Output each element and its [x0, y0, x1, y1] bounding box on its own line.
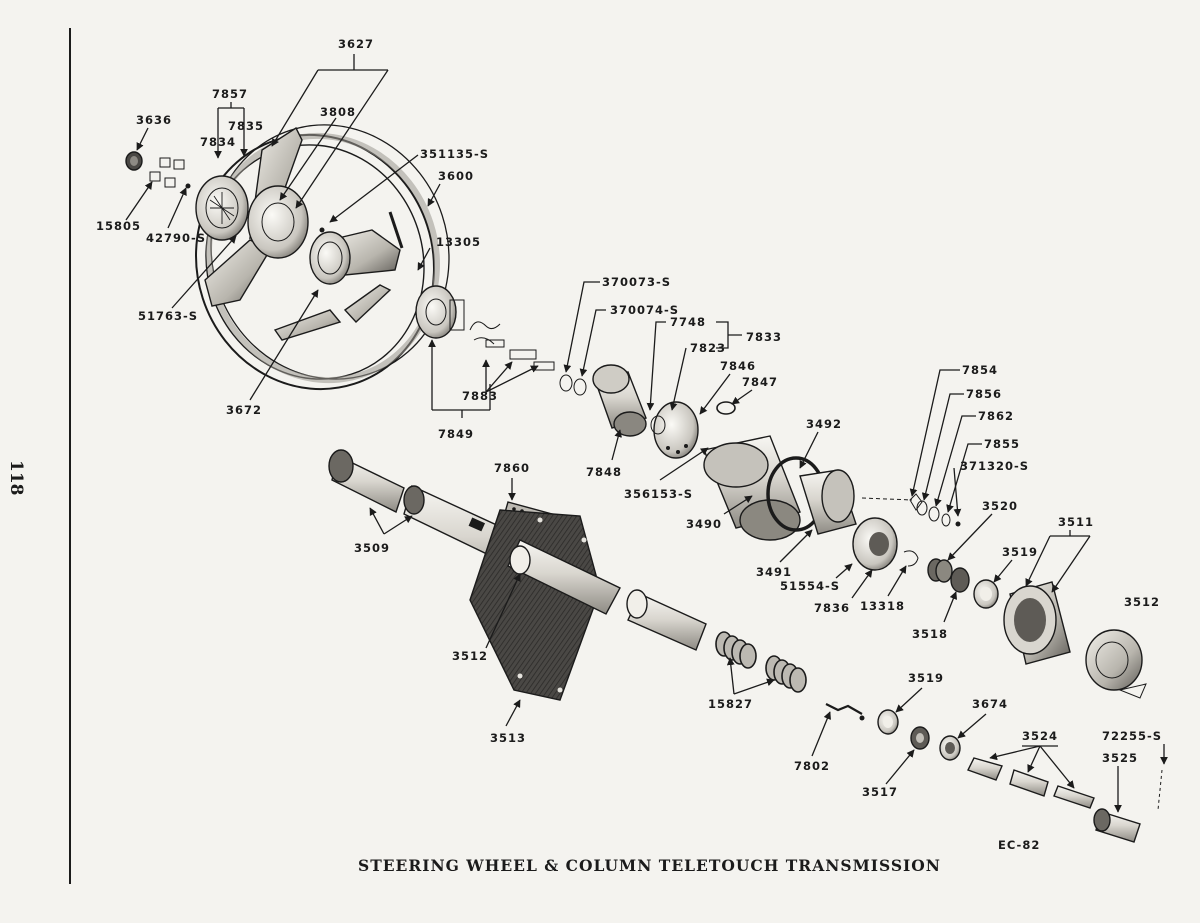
- label-3524: 3524: [1022, 729, 1058, 743]
- label-7847: 7847: [742, 375, 778, 389]
- turn-signal-switch: [415, 285, 465, 339]
- part-labels: 3627 7857 3808 3636 7835 7834 351135-S 3…: [96, 37, 1162, 799]
- bushing-3517: [910, 726, 930, 750]
- retainer-3674: [939, 735, 961, 761]
- label-3513: 3513: [490, 731, 526, 745]
- washer-370074: [573, 378, 587, 396]
- drawing-code: EC-82: [998, 838, 1041, 852]
- label-13318: 13318: [860, 599, 905, 613]
- steering-wheel-hub: [247, 185, 309, 259]
- label-3525: 3525: [1102, 751, 1138, 765]
- label-351135-s: 351135-S: [420, 147, 489, 161]
- shift-housing-3490: [703, 435, 801, 541]
- horn-ring-emblem: [195, 175, 249, 241]
- label-370073-s: 370073-S: [602, 275, 671, 289]
- label-3519-upper: 3519: [1002, 545, 1038, 559]
- label-7836: 7836: [814, 601, 850, 615]
- label-7857: 7857: [212, 87, 248, 101]
- label-51554-s: 51554-S: [780, 579, 840, 593]
- label-3672: 3672: [226, 403, 262, 417]
- label-7856: 7856: [966, 387, 1002, 401]
- label-3518: 3518: [912, 627, 948, 641]
- column-tube-lower: [626, 589, 707, 651]
- label-15827: 15827: [708, 697, 753, 711]
- label-3636: 3636: [136, 113, 172, 127]
- label-3517: 3517: [862, 785, 898, 799]
- leader-lines: [125, 54, 1168, 813]
- label-3627: 3627: [338, 37, 374, 51]
- label-3512-right: 3512: [1124, 595, 1160, 609]
- shift-lever-link-7802: [825, 703, 865, 721]
- spring-3520: [927, 558, 953, 583]
- ring-7847: [716, 401, 736, 415]
- label-7823: 7823: [690, 341, 726, 355]
- label-13305: 13305: [436, 235, 481, 249]
- label-7862: 7862: [978, 409, 1014, 423]
- column-collar-3512-right: [1085, 629, 1147, 699]
- label-3512-left: 3512: [452, 649, 488, 663]
- label-7846: 7846: [720, 359, 756, 373]
- housing-cover-3491: [799, 469, 857, 535]
- label-15805: 15805: [96, 219, 141, 233]
- label-42790-s: 42790-S: [146, 231, 206, 245]
- cam-plate-7823: [650, 401, 699, 459]
- label-7835: 7835: [228, 119, 264, 133]
- label-3808: 3808: [320, 105, 356, 119]
- bushing-3525: [1093, 808, 1141, 843]
- label-356153-s: 356153-S: [624, 487, 693, 501]
- label-7748: 7748: [670, 315, 706, 329]
- label-3511: 3511: [1058, 515, 1094, 529]
- label-371320-s: 371320-S: [960, 459, 1029, 473]
- label-3491: 3491: [756, 565, 792, 579]
- wheel-hub-ring: [309, 227, 351, 285]
- label-3490: 3490: [686, 517, 722, 531]
- label-7849: 7849: [438, 427, 474, 441]
- label-7848: 7848: [586, 465, 622, 479]
- horn-button-cap: [125, 151, 143, 171]
- horn-contact-pieces: [149, 157, 191, 189]
- bearing-3519-lower: [877, 709, 899, 735]
- label-7883: 7883: [462, 389, 498, 403]
- label-7854: 7854: [962, 363, 998, 377]
- column-cap-3511: [1003, 581, 1071, 665]
- label-7834: 7834: [200, 135, 236, 149]
- washer-370073: [559, 374, 573, 392]
- label-3509: 3509: [354, 541, 390, 555]
- label-7860: 7860: [494, 461, 530, 475]
- label-370074-s: 370074-S: [610, 303, 679, 317]
- spring-15827: [715, 631, 807, 693]
- bearing-3519-upper: [973, 579, 999, 609]
- label-3520: 3520: [982, 499, 1018, 513]
- mounting-plate-3513: [469, 509, 601, 701]
- label-3600: 3600: [438, 169, 474, 183]
- label-3674: 3674: [972, 697, 1008, 711]
- bearing-cup-7848: [592, 364, 647, 437]
- label-7855: 7855: [984, 437, 1020, 451]
- shaft-3524: [967, 757, 1095, 809]
- label-7833: 7833: [746, 330, 782, 344]
- spring-clip-13318: [903, 550, 919, 567]
- diagram-caption: STEERING WHEEL & COLUMN TELETOUCH TRANSM…: [358, 856, 941, 875]
- bushing-3518: [950, 567, 970, 593]
- detent-plate-7836: [852, 517, 898, 571]
- label-51763-s: 51763-S: [138, 309, 198, 323]
- margin-rule: [69, 28, 71, 884]
- screw-72255: [1157, 769, 1163, 811]
- label-7802: 7802: [794, 759, 830, 773]
- label-3492: 3492: [806, 417, 842, 431]
- column-tube-3509-outer: [328, 449, 405, 513]
- label-3519-lower: 3519: [908, 671, 944, 685]
- label-72255-s: 72255-S: [1102, 729, 1162, 743]
